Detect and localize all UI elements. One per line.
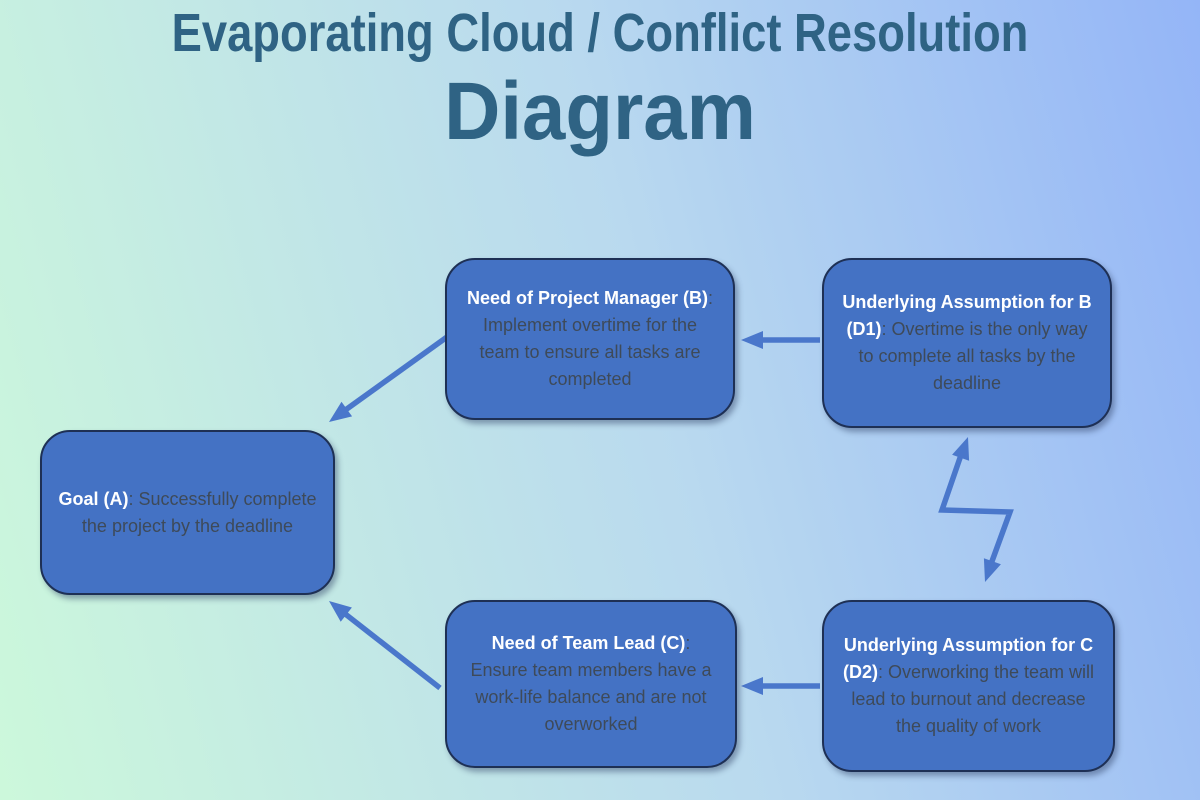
node-desc: : Successfully complete the project by t…: [81, 488, 317, 536]
edge-d2-to-c-arrow: [741, 677, 820, 695]
node-assumption-d1: Underlying Assumption for B (D1): Overti…: [822, 258, 1112, 428]
edge-c-to-a-arrow: [329, 601, 442, 691]
node-desc: : Implement overtime for the team to ens…: [479, 288, 714, 389]
node-need-b: Need of Project Manager (B): Implement o…: [445, 258, 735, 420]
node-text: Need of Project Manager (B): Implement o…: [461, 285, 719, 393]
node-label: Underlying Assumption for C (D2): [842, 635, 1094, 682]
edge-d1-to-b-arrow: [741, 331, 820, 349]
node-assumption-d2: Underlying Assumption for C (D2): Overwo…: [822, 600, 1115, 772]
node-label: Need of Project Manager (B): [466, 288, 709, 308]
node-desc: : Ensure team members have a work-life b…: [470, 633, 712, 734]
node-text: Underlying Assumption for B (D1): Overti…: [838, 289, 1096, 397]
edge-b-to-a-arrow: [329, 334, 449, 422]
node-text: Goal (A): Successfully complete the proj…: [56, 486, 319, 540]
node-text: Underlying Assumption for C (D2): Overwo…: [838, 632, 1099, 740]
node-need-c: Need of Team Lead (C): Ensure team membe…: [445, 600, 737, 768]
page-title: Evaporating Cloud / Conflict Resolution …: [0, 0, 1200, 156]
node-label: Goal (A): [58, 488, 129, 509]
edge-conflict-zigzag-arrow: [938, 437, 1014, 582]
node-label: Underlying Assumption for B (D1): [842, 292, 1092, 339]
title-line-2: Diagram: [444, 66, 756, 157]
title-line-1: Evaporating Cloud / Conflict Resolution: [171, 3, 1029, 63]
node-goal-a: Goal (A): Successfully complete the proj…: [40, 430, 335, 595]
node-label: Need of Team Lead (C): [491, 633, 686, 653]
node-desc: : Overtime is the only way to complete a…: [858, 319, 1088, 393]
node-text: Need of Team Lead (C): Ensure team membe…: [461, 630, 721, 738]
node-desc: : Overworking the team will lead to burn…: [851, 662, 1095, 736]
